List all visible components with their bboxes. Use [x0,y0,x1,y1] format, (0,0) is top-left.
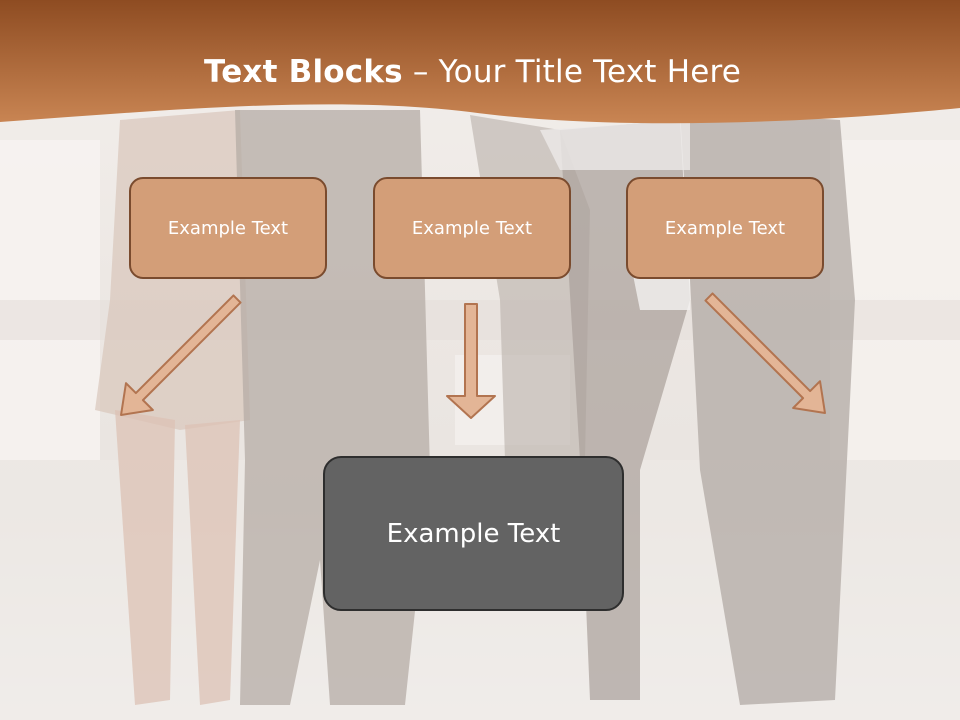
person-legs [185,420,240,705]
header-band [0,0,960,124]
text-block-1[interactable]: Example Text [129,177,327,279]
arrow-down [446,303,496,419]
arrow-down-left [704,292,826,414]
person-legs [115,410,175,705]
title-rest: – Your Title Text Here [402,54,742,90]
text-block-3[interactable]: Example Text [626,177,824,279]
text-block-label: Example Text [411,217,533,239]
arrow-down-right [120,294,242,416]
text-block-label: Example Text [167,217,289,239]
slide-title: Text Blocks – Your Title Text Here [0,54,945,90]
header-wave [0,0,960,124]
shirt-sleeve [540,120,690,170]
text-block-label: Example Text [664,217,786,239]
text-block-2[interactable]: Example Text [373,177,571,279]
title-bold: Text Blocks [203,54,403,90]
target-text-block[interactable]: Example Text [323,456,624,611]
target-text-label: Example Text [386,518,561,549]
